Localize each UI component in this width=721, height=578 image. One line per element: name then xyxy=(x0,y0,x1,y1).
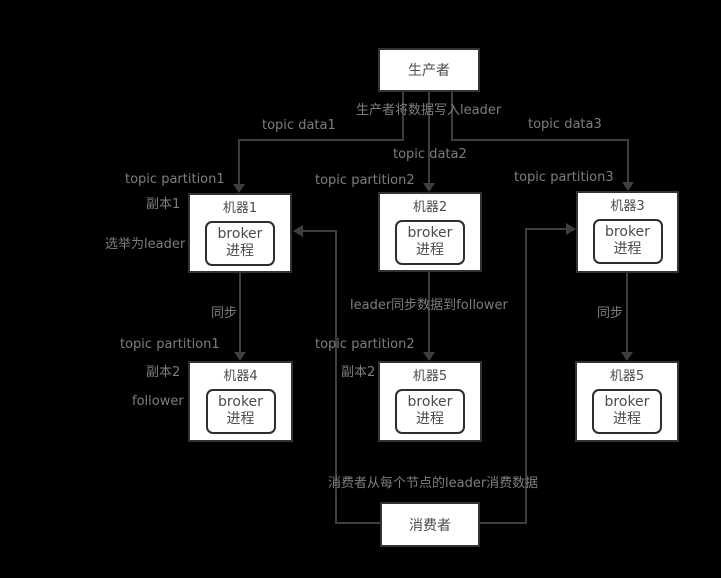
broker-label: broker xyxy=(604,393,650,410)
broker-label: broker xyxy=(218,393,263,410)
label-replica2-middle: 副本2 xyxy=(341,365,376,380)
label-replica1: 副本1 xyxy=(146,197,181,212)
machine5-middle-broker-process-box: broker 进程 xyxy=(395,388,465,434)
machine5-middle-title: 机器5 xyxy=(412,369,448,384)
arrowhead-into-machine1-top xyxy=(233,184,245,193)
connector-producer-right-horizontal xyxy=(451,139,629,141)
label-producer-write-leader: 生产者将数据写入leader xyxy=(356,103,502,118)
broker-label: broker xyxy=(217,225,263,242)
arrowhead-into-machine3-top xyxy=(622,182,634,191)
machine5-right-box: 机器5 broker 进程 xyxy=(575,361,679,442)
connector-to-machine3-vertical xyxy=(627,139,629,185)
connector-consumer-machine3-horizontal xyxy=(527,228,567,230)
broker-label: broker xyxy=(605,223,650,240)
connector-consumer-left-vertical xyxy=(335,230,337,524)
connector-producer-left-horizontal xyxy=(238,139,404,141)
connector-sync-machine1-machine4 xyxy=(239,272,241,355)
machine2-broker-process-box: broker 进程 xyxy=(395,219,465,265)
producer-label: 生产者 xyxy=(408,63,450,79)
machine1-broker-process-box: broker 进程 xyxy=(205,220,275,266)
label-topic-data2: topic data2 xyxy=(393,147,467,162)
connector-to-machine1-vertical xyxy=(238,139,240,186)
machine3-box: 机器3 broker 进程 xyxy=(576,191,679,273)
arrowhead-into-machine5-middle-top xyxy=(423,352,435,361)
connector-consumer-left-horizontal xyxy=(335,522,380,524)
label-elected-leader: 选举为leader xyxy=(105,237,186,252)
arrowhead-into-machine4-top xyxy=(234,352,246,361)
label-sync-left: 同步 xyxy=(211,306,238,321)
machine2-title: 机器2 xyxy=(412,200,448,215)
connector-producer-right-vertical xyxy=(451,92,453,141)
connector-consumer-right-vertical xyxy=(525,228,527,524)
machine1-title: 机器1 xyxy=(222,201,258,216)
process-label: 进程 xyxy=(416,242,444,258)
arrowhead-into-machine5-right-top xyxy=(621,352,633,361)
connector-sync-machine2-machine5 xyxy=(428,271,430,355)
label-topic-partition2-top: topic partition2 xyxy=(315,173,415,188)
process-label: 进程 xyxy=(613,411,641,427)
connector-consumer-machine1-horizontal xyxy=(303,230,337,232)
connector-to-machine2-vertical xyxy=(428,92,430,185)
arrowhead-into-machine2-top xyxy=(423,183,435,192)
connector-consumer-right-horizontal xyxy=(480,522,527,524)
process-label: 进程 xyxy=(613,241,642,257)
broker-label: broker xyxy=(407,393,453,410)
machine1-box: 机器1 broker 进程 xyxy=(188,193,292,273)
label-topic-partition1-top: topic partition1 xyxy=(125,172,225,187)
machine4-broker-process-box: broker 进程 xyxy=(205,388,276,434)
machine5-middle-box: 机器5 broker 进程 xyxy=(378,361,482,442)
machine4-box: 机器4 broker 进程 xyxy=(188,361,293,442)
label-topic-data1: topic data1 xyxy=(262,118,336,133)
label-sync-right: 同步 xyxy=(597,306,624,321)
arrowhead-into-machine1-right xyxy=(293,225,303,237)
producer-box: 生产者 xyxy=(378,48,480,92)
arrowhead-into-machine3-left xyxy=(566,223,576,235)
connector-producer-left-vertical xyxy=(402,92,404,141)
process-label: 进程 xyxy=(226,243,254,259)
label-leader-sync-to-follower: leader同步数据到follower xyxy=(350,298,508,313)
label-follower: follower xyxy=(132,394,184,409)
process-label: 进程 xyxy=(226,411,255,427)
process-label: 进程 xyxy=(416,411,444,427)
machine5-right-title: 机器5 xyxy=(609,369,645,384)
consumer-label: 消费者 xyxy=(409,517,451,534)
machine3-broker-process-box: broker 进程 xyxy=(592,218,663,264)
label-topic-partition3: topic partition3 xyxy=(514,170,614,185)
machine4-title: 机器4 xyxy=(223,369,258,384)
machine5-right-broker-process-box: broker 进程 xyxy=(592,388,662,434)
label-topic-data3: topic data3 xyxy=(528,117,602,132)
broker-label: broker xyxy=(407,224,453,241)
label-topic-partition2-bottom: topic partition2 xyxy=(315,337,415,352)
label-consumer-read: 消费者从每个节点的leader消费数据 xyxy=(328,476,539,491)
label-replica2-left: 副本2 xyxy=(146,365,181,380)
label-topic-partition1-bottom: topic partition1 xyxy=(120,337,220,352)
consumer-box: 消费者 xyxy=(380,502,480,547)
machine2-box: 机器2 broker 进程 xyxy=(378,192,482,272)
connector-sync-machine3-machine5 xyxy=(626,273,628,355)
machine3-title: 机器3 xyxy=(610,199,645,214)
